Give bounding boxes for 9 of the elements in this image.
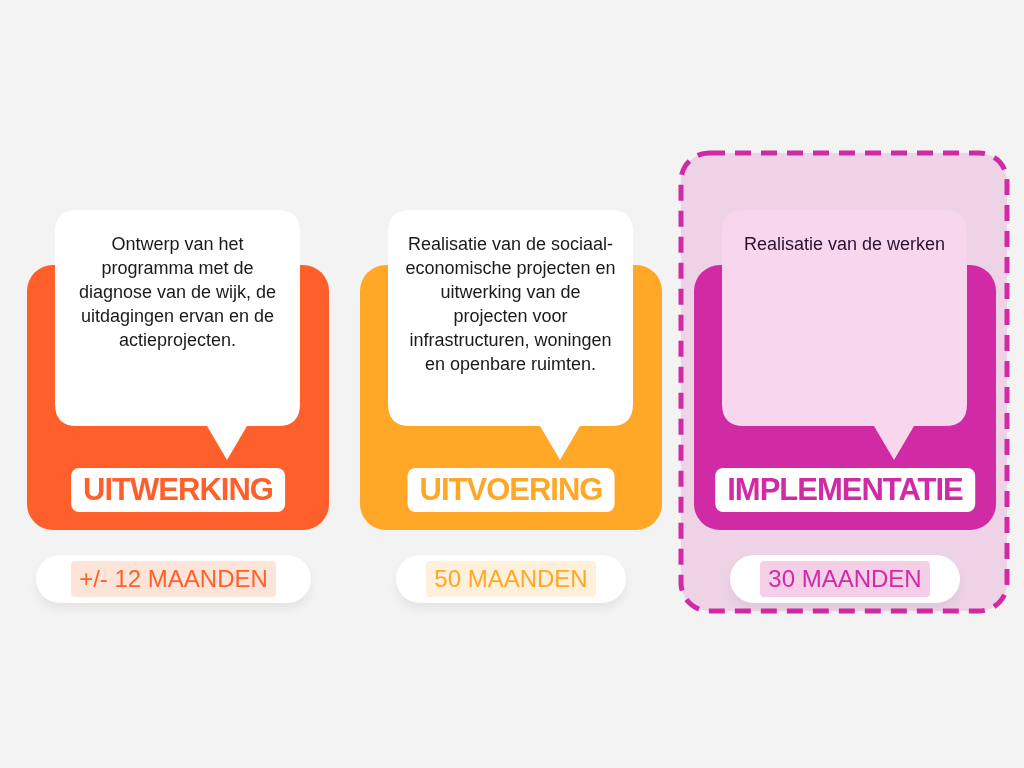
description-text: Ontwerp van het programma met de diagnose van de wijk, de uitdagingen ervan en de actieprojecten. [77,233,278,352]
description-text: Realisatie van de werken [742,233,947,256]
duration-label: 50 MAANDEN [426,561,596,597]
phase-title: IMPLEMENTATIE [715,468,975,512]
phase-title: UITVOERING [407,468,615,512]
description-text: Realisatie van de sociaal-economische projecten en uitwerking van de projecten voor infrastructuren, woningen en openbare ruimten. [404,233,617,376]
duration-label: +/- 12 MAANDEN [71,561,276,597]
phase-title: UITWERKING [71,468,285,512]
duration-label: 30 MAANDEN [760,561,930,597]
